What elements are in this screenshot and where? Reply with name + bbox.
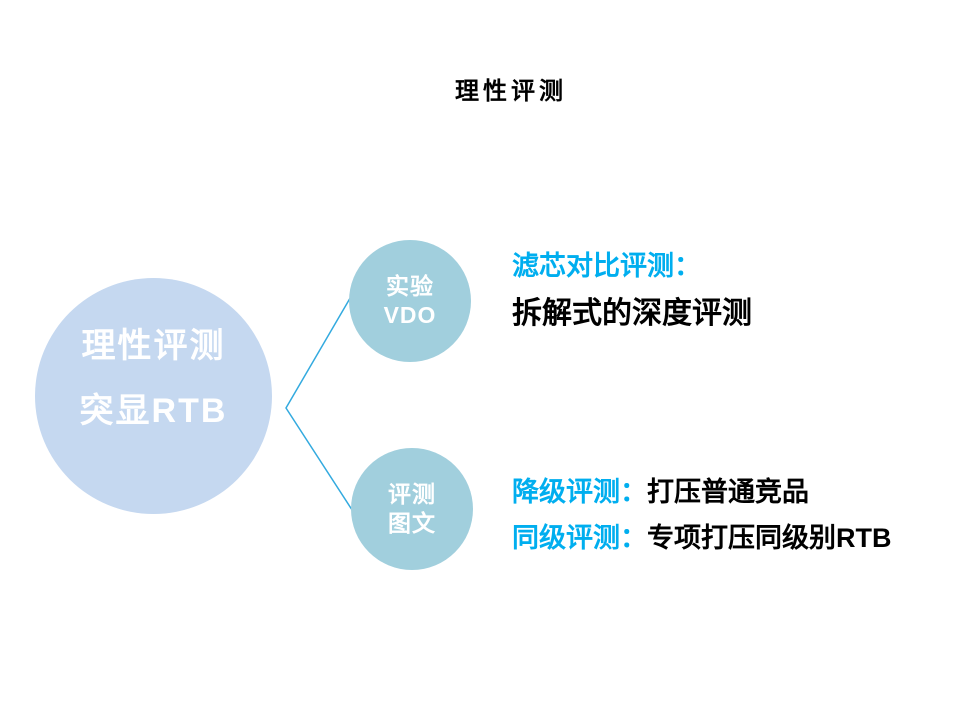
branch-vdo-heading: 滤芯对比评测： [512, 251, 701, 281]
connector-polyline [285, 287, 357, 517]
main-topic-line1: 理性评测 [81, 326, 226, 365]
branch-graphic-row1: 降级评测：打压普通竞品 [512, 479, 809, 506]
main-topic-line2: 突显RTB [79, 391, 228, 430]
slide-title: 理性评测 [455, 78, 567, 105]
branch-circle-graphic-line1: 评测 [388, 481, 436, 507]
main-topic-circle: 理性评测 突显RTB [35, 278, 272, 514]
branch-circle-graphic-line2: 图文 [388, 510, 436, 536]
branch-graphic-row2-label: 同级评测： [512, 523, 647, 553]
branch-circle-vdo-line2: VDO [383, 302, 437, 328]
branch-vdo-body: 拆解式的深度评测 [512, 297, 752, 330]
branch-graphic-row2: 同级评测：专项打压同级别RTB [512, 525, 892, 552]
branch-circle-vdo-line1: 实验 [386, 273, 434, 299]
branch-graphic-row1-text: 打压普通竞品 [647, 477, 809, 507]
branch-graphic-row2-text: 专项打压同级别RTB [647, 523, 892, 553]
branch-circle-vdo: 实验 VDO [349, 240, 471, 362]
branch-graphic-row1-label: 降级评测： [512, 477, 647, 507]
branch-circle-graphic: 评测 图文 [351, 448, 473, 570]
